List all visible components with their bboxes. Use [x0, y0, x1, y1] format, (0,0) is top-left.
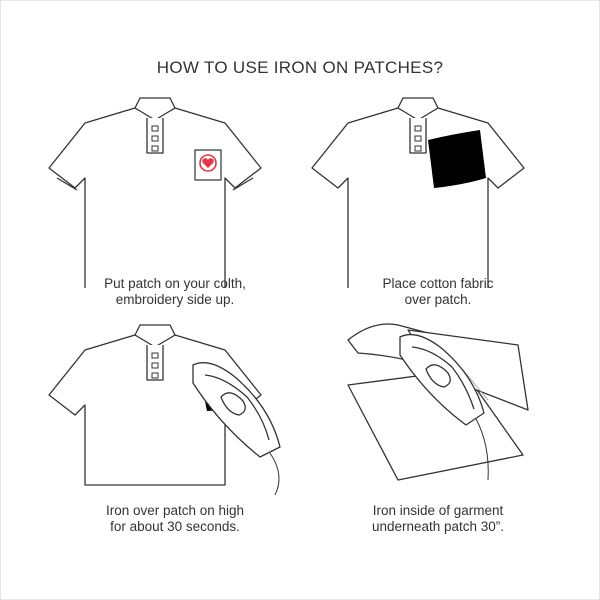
step-4-caption-line1: Iron inside of garment: [372, 503, 504, 518]
button-icon: [414, 135, 422, 142]
step-2-panel: Place cotton fabric over patch.: [288, 88, 588, 323]
step-1-panel: Put patch on your colth, embroidery side…: [25, 88, 325, 323]
page-title: HOW TO USE IRON ON PATCHES?: [156, 58, 444, 77]
button-icon: [151, 145, 159, 152]
button-icon: [151, 135, 159, 142]
step-4-caption-line2: underneath patch 30”.: [371, 519, 505, 534]
right-sleeve-cuff: [232, 177, 254, 191]
heart-icon: [202, 158, 214, 168]
polo-shirt-with-fabric-cover-illustration: [311, 97, 525, 288]
button-icon: [151, 125, 159, 132]
step-1-caption-line1: Put patch on your colth,: [104, 276, 246, 291]
step-1-caption: Put patch on your colth, embroidery side…: [25, 276, 325, 308]
step-2-caption-line2: over patch.: [404, 292, 472, 307]
step-3-panel: Iron over patch on high for about 30 sec…: [25, 315, 325, 550]
cotton-fabric-cover: [428, 130, 486, 188]
button-icon: [414, 125, 422, 132]
step-2-caption-line1: Place cotton fabric: [382, 276, 494, 291]
iron-icon: [399, 333, 489, 481]
polo-shirt-with-iron-illustration: [48, 324, 281, 496]
button-icon: [414, 145, 422, 152]
step-4-panel: Iron inside of garment underneath patch …: [288, 315, 588, 550]
step-4-caption: Iron inside of garment underneath patch …: [288, 503, 588, 535]
button-icon: [151, 362, 159, 369]
step-3-caption-line1: Iron over patch on high: [105, 503, 245, 518]
button-icon: [151, 372, 159, 379]
step-2-caption: Place cotton fabric over patch.: [288, 276, 588, 308]
step-1-caption-line2: embroidery side up.: [115, 292, 235, 307]
left-sleeve-cuff: [56, 177, 78, 191]
button-icon: [151, 352, 159, 359]
polo-shirt-with-heart-patch-illustration: [48, 97, 262, 288]
inside-out-garment-with-iron-illustration: [347, 323, 529, 481]
iron-icon: [192, 362, 281, 496]
step-3-caption-line2: for about 30 seconds.: [110, 519, 240, 534]
step-3-caption: Iron over patch on high for about 30 sec…: [25, 503, 325, 535]
patch-on-pocket: [194, 149, 222, 181]
